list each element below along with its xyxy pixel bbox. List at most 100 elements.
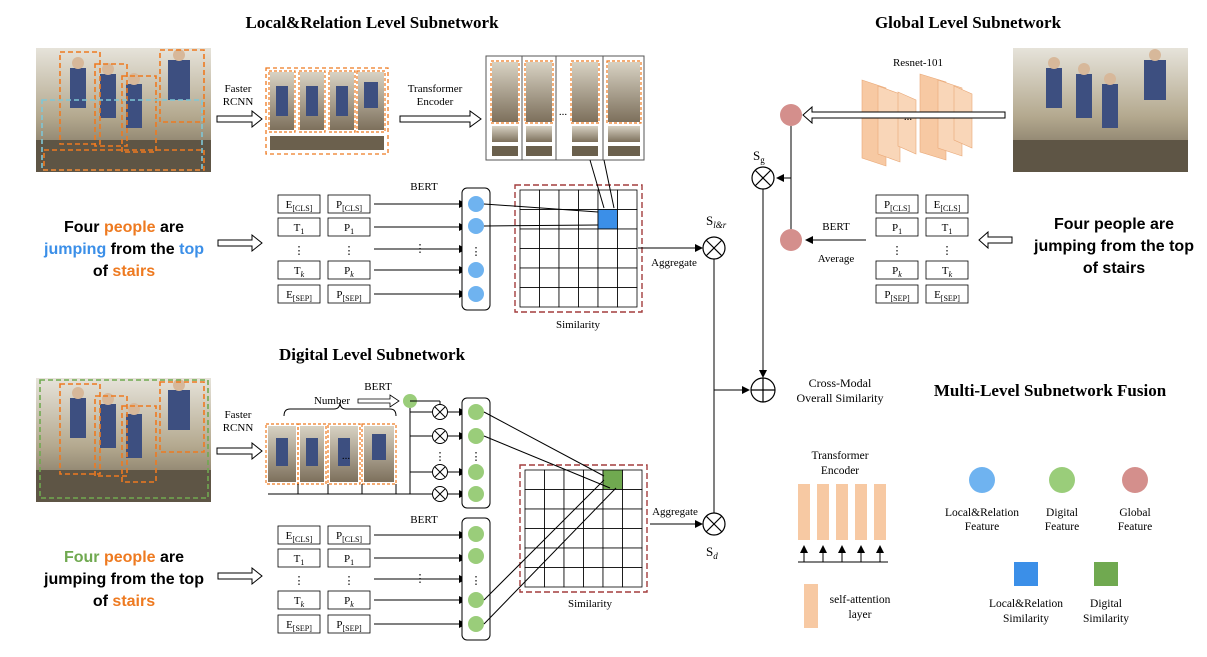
similarity-cell xyxy=(563,508,584,529)
similarity-cell xyxy=(597,189,618,210)
local-region-crops xyxy=(265,67,389,155)
ellipsis: ... xyxy=(559,106,568,118)
average-label: Average xyxy=(818,253,855,265)
bert-label: BERT xyxy=(822,221,850,233)
similarity-cell xyxy=(602,547,623,568)
token-label: Tk xyxy=(942,265,953,279)
similarity-cell xyxy=(602,489,623,510)
digital-multiply-node xyxy=(432,404,448,420)
faster-rcnn-label-bottom: RCNN xyxy=(223,422,254,434)
token-label: P[CLS] xyxy=(336,199,362,213)
hollow-arrow xyxy=(216,109,263,129)
vdots: ⋮ xyxy=(344,575,355,587)
similarity-cell xyxy=(578,228,599,249)
similarity-cell xyxy=(524,469,545,490)
token-label: P[SEP] xyxy=(336,619,362,633)
similarity-cell xyxy=(524,489,545,510)
similarity-cell xyxy=(622,547,643,568)
token-box xyxy=(277,194,321,214)
similarity-cell xyxy=(597,287,618,308)
similarity-cell xyxy=(519,228,540,249)
local-feature-dot xyxy=(468,286,484,302)
token-box xyxy=(327,284,371,304)
digital-multiply-node xyxy=(432,428,448,444)
legend-global-feature-top: Global xyxy=(1119,507,1150,519)
similarity-cell xyxy=(558,209,579,230)
sentence-segment: top xyxy=(179,241,204,258)
sentence-line: jumping from the top xyxy=(43,241,204,258)
legend-self-attention-bottom: layer xyxy=(849,609,872,621)
similarity-cell xyxy=(539,209,560,230)
token-label: P1 xyxy=(344,553,354,567)
global-text-feature-dot xyxy=(780,229,802,251)
similarity-cell xyxy=(539,287,560,308)
digital-feature-column xyxy=(461,397,491,509)
token-box xyxy=(875,217,919,237)
legend-digital-feature-top: Digital xyxy=(1046,507,1078,519)
token-label: P[SEP] xyxy=(884,289,910,303)
token-label: E[SEP] xyxy=(286,619,312,633)
local-feature-column xyxy=(461,187,491,311)
transformer-output-crops xyxy=(485,55,645,161)
similarity-cell xyxy=(597,228,618,249)
legend-local-feature-top: Local&Relation xyxy=(945,507,1019,519)
number-brace xyxy=(283,401,397,417)
sentence-segment: people xyxy=(104,219,156,236)
sentence-segment: of xyxy=(93,593,113,610)
token-box xyxy=(277,260,321,280)
similarity-cell xyxy=(558,189,579,210)
similarity-cell xyxy=(578,267,599,288)
self-attention-layer xyxy=(817,484,829,540)
local-relation-title: Local&Relation Level Subnetwork xyxy=(245,13,499,32)
digital-text-feature-dot xyxy=(468,548,484,564)
local-similarity-matrix xyxy=(514,184,643,313)
transformer-label-top: Transformer xyxy=(408,83,463,95)
sentence-line: of stairs xyxy=(93,593,155,610)
local-input-image xyxy=(36,48,211,172)
local-feature-dot xyxy=(468,218,484,234)
legend-self-attention-top: self-attention xyxy=(830,594,891,606)
similarity-cell xyxy=(622,567,643,588)
digital-feature-dot xyxy=(468,404,484,420)
token-label: E[CLS] xyxy=(286,199,313,213)
global-image-feature-dot xyxy=(780,104,802,126)
sentence-segment: jumping from the top xyxy=(43,571,204,588)
similarity-cell xyxy=(539,267,560,288)
sentence-segment: are xyxy=(156,549,185,566)
local-query-sentence: Four people are jumping from the top of st… xyxy=(43,219,204,280)
token-label: Pk xyxy=(344,265,354,279)
similarity-cell xyxy=(583,547,604,568)
digital-input-image xyxy=(36,378,211,502)
token-label: P[CLS] xyxy=(884,199,910,213)
vdots: ⋮ xyxy=(892,245,903,257)
vdots: ⋮ xyxy=(435,451,446,463)
similarity-cell xyxy=(519,267,540,288)
s-lr-multiply-node xyxy=(702,236,726,260)
token-box xyxy=(327,614,371,634)
self-attention-layer xyxy=(874,484,886,540)
number-label: Number xyxy=(314,395,350,407)
sentence-segment: Four xyxy=(64,219,104,236)
highlighted-similarity-cell xyxy=(597,209,618,230)
token-box xyxy=(327,548,371,568)
digital-text-feature-dot xyxy=(468,592,484,608)
legend-digital-similarity-bottom: Similarity xyxy=(1083,613,1129,625)
token-box xyxy=(327,260,371,280)
similarity-cell xyxy=(578,189,599,210)
token-box xyxy=(277,548,321,568)
token-label: Tk xyxy=(294,595,305,609)
token-label: Pk xyxy=(344,595,354,609)
token-label: T1 xyxy=(294,222,305,236)
sentence-line: of stairs xyxy=(93,263,155,280)
sentence-segment: are xyxy=(156,219,185,236)
ellipsis: ... xyxy=(904,111,913,123)
sentence-segment: of stairs xyxy=(1083,260,1145,277)
s-g-label: Sg xyxy=(753,148,765,165)
similarity-cell xyxy=(602,508,623,529)
similarity-cell xyxy=(544,469,565,490)
legend-local-similarity-bottom: Similarity xyxy=(1003,613,1049,625)
similarity-cell xyxy=(544,508,565,529)
digital-feature-dot xyxy=(468,486,484,502)
